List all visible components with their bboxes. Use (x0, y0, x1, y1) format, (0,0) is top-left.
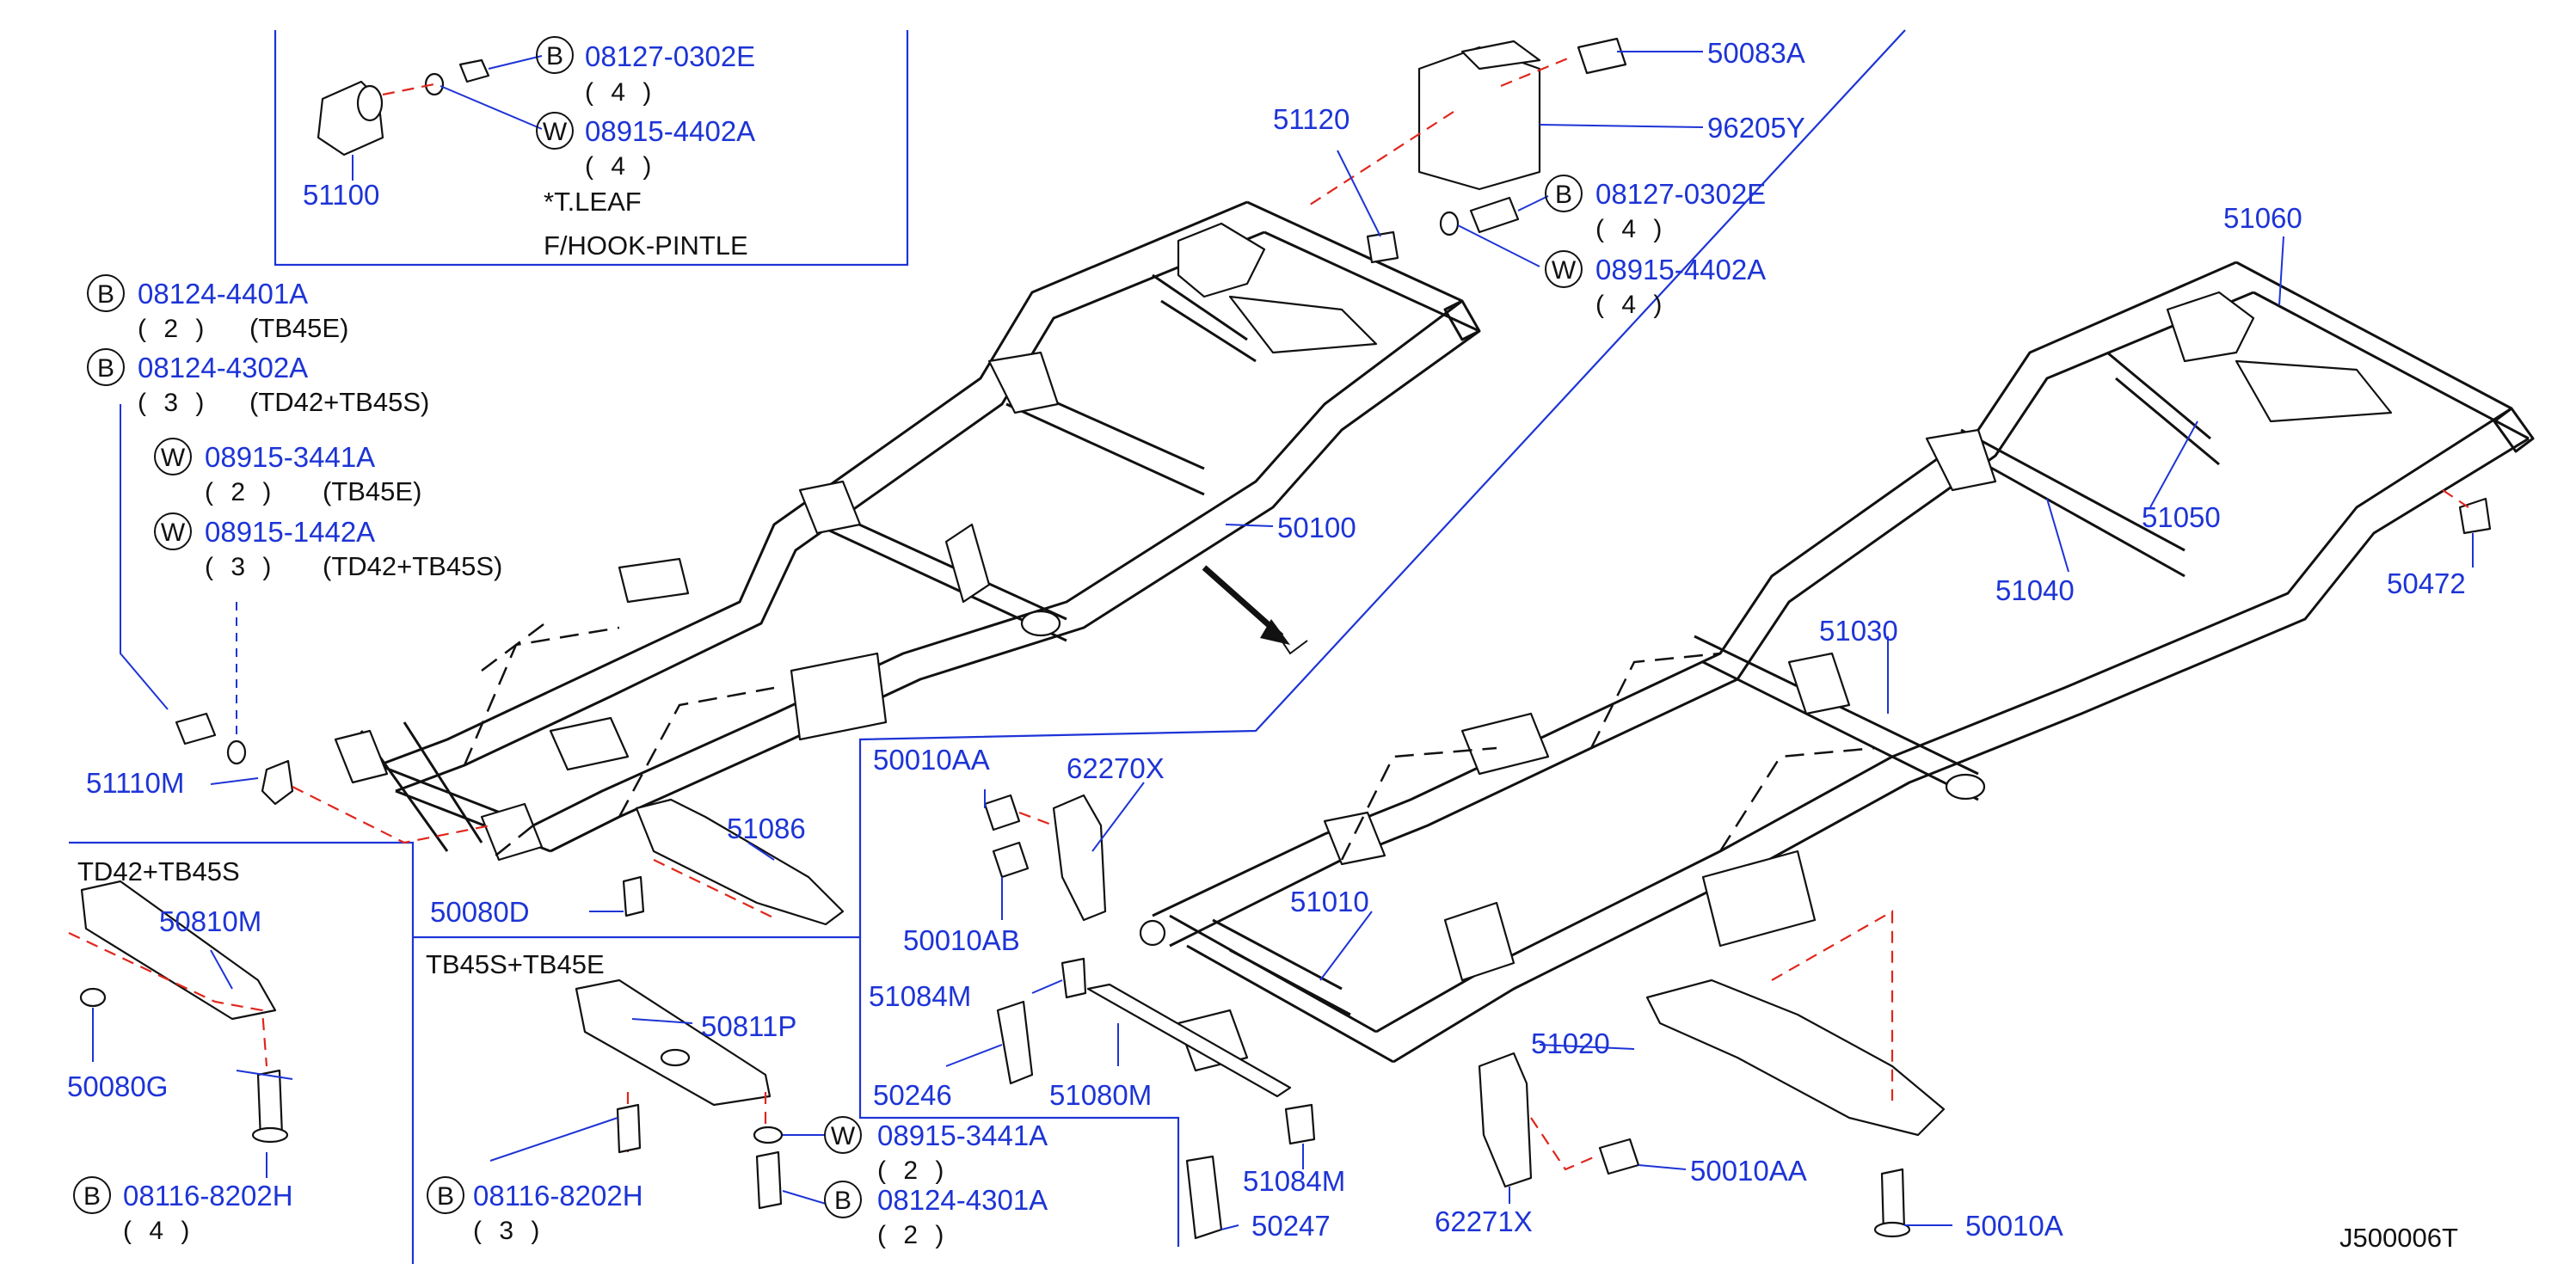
variant: (TB45E) (249, 313, 348, 343)
part-label[interactable]: 08915-3441A (877, 1120, 1048, 1151)
part-label[interactable]: 51060 (2223, 202, 2302, 234)
part-label[interactable]: 51110M (86, 767, 184, 799)
variant: (TB45E) (323, 476, 421, 506)
diagram-id: J500006T (2339, 1223, 2458, 1253)
marker-bolt: B (1555, 181, 1572, 209)
part-label[interactable]: 51084M (869, 980, 971, 1012)
part-label[interactable]: 08124-4302A (138, 352, 308, 383)
part-label[interactable]: 08915-4402A (585, 115, 755, 147)
part-label[interactable]: 62271X (1435, 1205, 1533, 1237)
marker-bolt: B (546, 42, 563, 71)
part-label[interactable]: 50100 (1277, 512, 1356, 543)
part-label[interactable]: 51050 (2142, 501, 2221, 533)
part-label[interactable]: 51100 (303, 179, 379, 211)
quantity: ( 2 ) (877, 1156, 949, 1185)
part-label[interactable]: 50472 (2387, 567, 2466, 599)
quantity: ( 3 ) (205, 553, 276, 581)
part-label[interactable]: 08116-8202H (123, 1180, 293, 1212)
marker-washer: W (161, 518, 186, 547)
quantity: ( 3 ) (138, 389, 209, 417)
chassis-frame-left (334, 200, 1481, 862)
part-label[interactable]: 08124-4301A (877, 1184, 1048, 1216)
part-label[interactable]: 08915-4402A (1595, 254, 1766, 285)
marker-bolt: B (834, 1187, 851, 1215)
part-label[interactable]: 50010AA (873, 744, 990, 776)
quantity: ( 4 ) (1595, 215, 1667, 243)
part-label[interactable]: 96205Y (1707, 112, 1805, 144)
marker-bolt: B (437, 1182, 454, 1211)
part-label[interactable]: 50010A (1965, 1210, 2063, 1242)
note-hook: F/HOOK-PINTLE (544, 230, 748, 261)
marker-washer: W (831, 1122, 856, 1150)
part-label[interactable]: 50010AB (903, 924, 1020, 956)
marker-washer: W (161, 444, 186, 472)
part-label[interactable]: 51010 (1290, 886, 1369, 917)
part-label[interactable]: 50246 (873, 1079, 952, 1111)
part-label[interactable]: 08915-3441A (205, 441, 375, 473)
part-label[interactable]: 50080G (67, 1070, 168, 1102)
quantity: ( 4 ) (1595, 291, 1667, 319)
part-label[interactable]: 08127-0302E (585, 40, 755, 72)
part-label[interactable]: 50247 (1251, 1210, 1331, 1242)
marker-washer: W (543, 118, 568, 146)
part-label[interactable]: 51086 (727, 813, 806, 844)
quantity: ( 2 ) (205, 478, 276, 506)
fastener-markers: B W B B W W B W B B W B (73, 36, 1583, 1218)
part-label[interactable]: 08116-8202H (473, 1180, 643, 1212)
part-label[interactable]: 51020 (1531, 1028, 1610, 1059)
part-label[interactable]: 50811P (701, 1010, 796, 1042)
part-labels: 08127-0302E ( 4 ) 08915-4402A ( 4 ) 5110… (67, 37, 2466, 1253)
section-td42: TD42+TB45S (77, 856, 240, 886)
quantity: ( 2 ) (877, 1221, 949, 1249)
variant: (TD42+TB45S) (249, 387, 429, 417)
view-direction-arrow (1202, 565, 1308, 655)
small-parts (68, 37, 2492, 1240)
part-label[interactable]: 51080M (1049, 1079, 1152, 1111)
part-label[interactable]: 08124-4401A (138, 278, 308, 310)
part-label[interactable]: 50010AA (1690, 1155, 1807, 1187)
part-label[interactable]: 51120 (1273, 103, 1349, 135)
part-label[interactable]: 51084M (1243, 1165, 1345, 1197)
part-label[interactable]: 62270X (1067, 752, 1165, 784)
leader-lines (92, 51, 2474, 1230)
note-leaf: *T.LEAF (544, 187, 642, 217)
quantity: ( 4 ) (123, 1217, 194, 1245)
marker-bolt: B (97, 280, 114, 309)
part-label[interactable]: 08915-1442A (205, 516, 375, 548)
part-label[interactable]: 50810M (159, 905, 261, 937)
quantity: ( 4 ) (585, 152, 656, 181)
marker-bolt: B (83, 1182, 101, 1211)
part-label[interactable]: 08127-0302E (1595, 178, 1766, 210)
part-label[interactable]: 50080D (430, 896, 530, 928)
section-tb45: TB45S+TB45E (426, 949, 605, 979)
quantity: ( 2 ) (138, 315, 209, 343)
marker-bolt: B (97, 354, 114, 383)
part-label[interactable]: 50083A (1707, 37, 1805, 69)
part-label[interactable]: 51040 (1995, 574, 2075, 606)
quantity: ( 3 ) (473, 1217, 544, 1245)
part-label[interactable]: 51030 (1819, 615, 1898, 647)
box-outlines (69, 29, 1906, 1264)
variant: (TD42+TB45S) (323, 551, 502, 581)
chassis-frame-right (1139, 261, 2535, 1072)
quantity: ( 4 ) (585, 78, 656, 107)
marker-washer: W (1552, 256, 1577, 285)
